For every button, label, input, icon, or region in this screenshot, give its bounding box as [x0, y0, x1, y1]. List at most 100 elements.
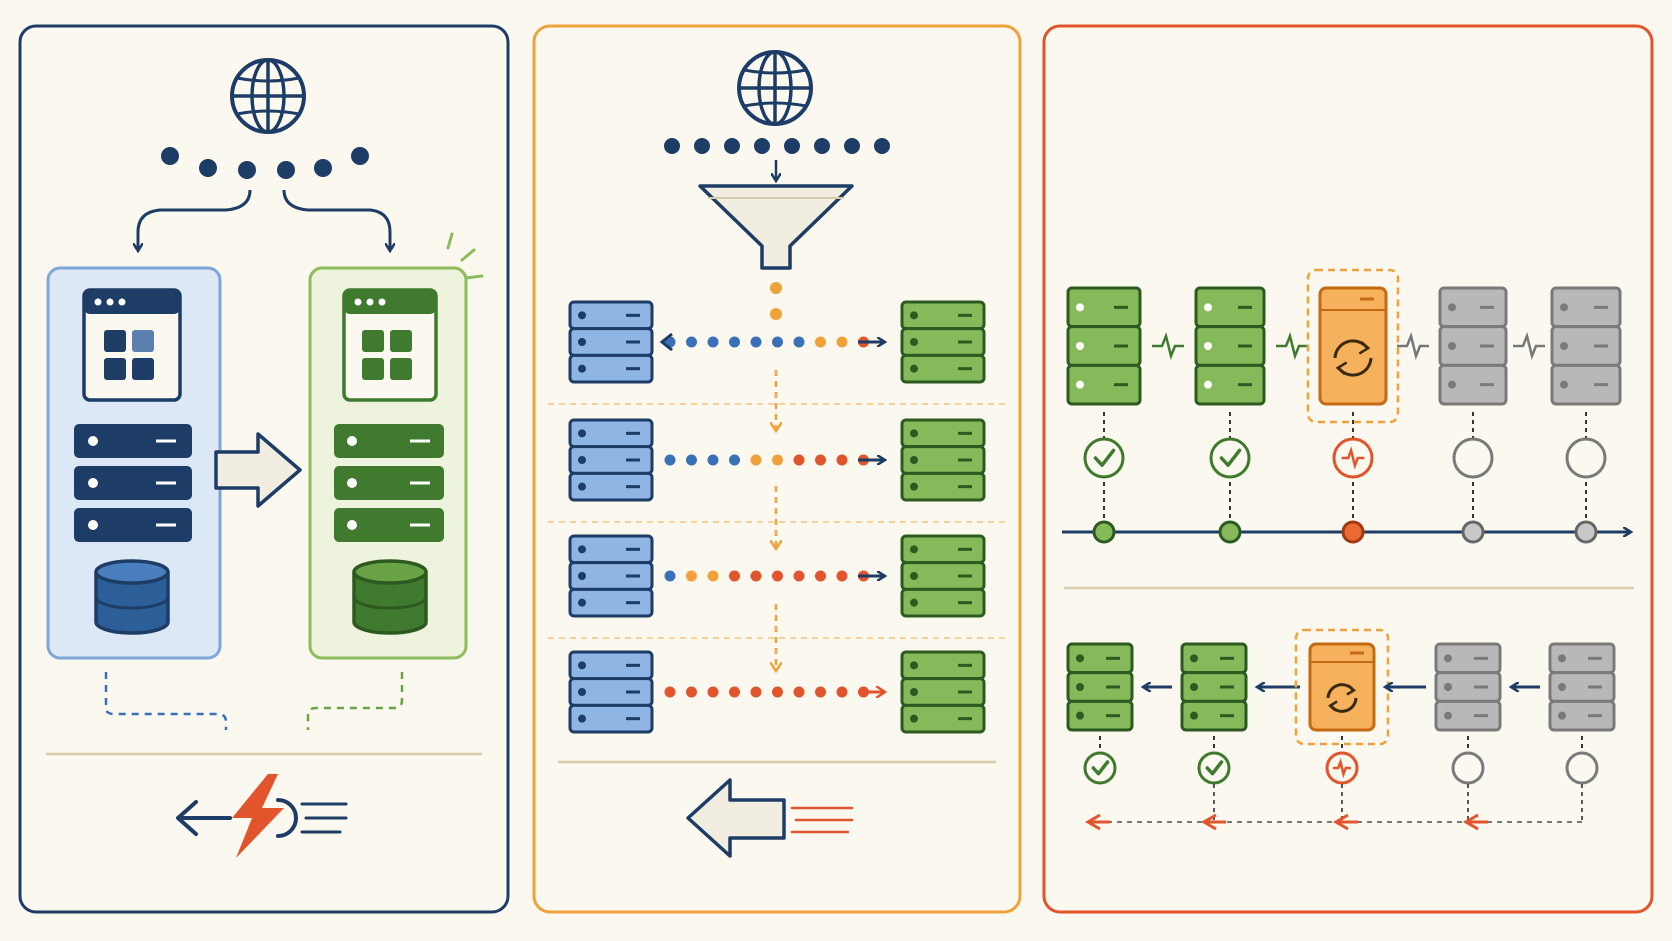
- heartbeat-line: [1513, 331, 1545, 361]
- switch-arrow-icon: [214, 432, 302, 508]
- traffic-dot: [815, 686, 826, 698]
- sync-icon: [1333, 339, 1373, 377]
- traffic-dots: [161, 147, 369, 179]
- server-icon: [568, 418, 654, 502]
- database-icon: [352, 559, 428, 635]
- traffic-dot: [750, 454, 762, 466]
- panel-blue-green: [18, 24, 510, 914]
- check-icon: [1083, 437, 1125, 479]
- traffic-dot: [750, 570, 762, 582]
- traffic-dot: [707, 454, 719, 466]
- traffic-dot: [836, 686, 848, 698]
- server-icon: [1308, 642, 1376, 732]
- funnel-icon: [698, 184, 854, 270]
- server-icon: [900, 534, 986, 618]
- traffic-dot: [729, 454, 740, 466]
- blue-link-dashed: [104, 672, 228, 730]
- heartbeat-icon: [1325, 751, 1359, 785]
- route-arrow-blue: [138, 189, 252, 250]
- traffic-dots: [664, 138, 890, 154]
- traffic-dot: [772, 454, 783, 466]
- timeline-node: [1574, 520, 1598, 544]
- check-icon: [1209, 437, 1251, 479]
- traffic-dot: [729, 686, 740, 698]
- green-environment: [308, 232, 484, 660]
- traffic-dot: [729, 336, 740, 348]
- traffic-dot: [836, 336, 848, 348]
- server-icon: [568, 300, 654, 384]
- timeline-node: [1218, 520, 1242, 544]
- server-icon: [1318, 286, 1388, 406]
- traffic-dot: [664, 454, 676, 466]
- sync-icon: [1326, 683, 1358, 713]
- traffic-dot: [815, 454, 826, 466]
- panel-canary: [532, 24, 1022, 914]
- server-icon: [1548, 642, 1616, 732]
- rolling-rollback-row: [1066, 628, 1616, 831]
- heartbeat-line: [1397, 331, 1429, 361]
- blue-environment: [46, 266, 222, 660]
- canary-stage: [568, 650, 986, 734]
- server-icon: [568, 534, 654, 618]
- canary-stage: [568, 300, 986, 384]
- rolling-forward-row: [1062, 268, 1630, 544]
- lightning-rollback-icon: [176, 774, 348, 858]
- traffic-dot: [815, 336, 826, 348]
- pending-icon: [1451, 751, 1485, 785]
- server-icon: [1066, 642, 1134, 732]
- database-icon: [94, 559, 170, 635]
- pending-icon: [1565, 437, 1607, 479]
- traffic-dot: [836, 570, 848, 582]
- panel-rolling: [1042, 24, 1654, 914]
- update-highlight: [1306, 268, 1400, 424]
- check-icon: [1197, 751, 1231, 785]
- traffic-dot: [686, 570, 697, 582]
- traffic-dot: [772, 686, 783, 698]
- rollback-arrowhead: [1463, 813, 1479, 831]
- traffic-dot: [707, 686, 719, 698]
- rollback-arrow-icon: [686, 778, 854, 858]
- route-arrow: [659, 332, 673, 352]
- traffic-dot: [686, 686, 697, 698]
- pending-icon: [1452, 437, 1494, 479]
- traffic-dot: [664, 686, 676, 698]
- traffic-dot: [686, 454, 697, 466]
- traffic-dot: [707, 336, 719, 348]
- traffic-dot: [729, 570, 740, 582]
- traffic-dot: [707, 570, 719, 582]
- traffic-dot: [793, 570, 805, 582]
- server-rack-icon: [334, 424, 444, 542]
- server-icon: [1550, 286, 1622, 406]
- green-link-dashed: [306, 672, 404, 730]
- server-icon: [900, 300, 986, 384]
- traffic-dot: [772, 570, 783, 582]
- timeline-node: [1092, 520, 1116, 544]
- canary-stage: [568, 534, 986, 618]
- canary-stages: [568, 300, 986, 734]
- globe-icon: [230, 58, 306, 134]
- canary-stage: [568, 418, 986, 502]
- rollback-arrowhead: [1333, 813, 1349, 831]
- timeline-node: [1341, 520, 1365, 544]
- browser-window-icon: [342, 288, 438, 402]
- traffic-dot: [772, 336, 783, 348]
- browser-window-icon: [82, 288, 182, 402]
- heartbeat-line: [1276, 331, 1308, 361]
- heartbeat-line: [1152, 331, 1184, 361]
- globe-icon: [737, 50, 813, 126]
- rollback-arrowhead: [1201, 813, 1217, 831]
- traffic-dot: [750, 686, 762, 698]
- pending-icon: [1565, 751, 1599, 785]
- traffic-dot: [793, 454, 805, 466]
- server-icon: [900, 650, 986, 734]
- spark-lines: [446, 232, 484, 280]
- canary-flow: [770, 282, 782, 670]
- traffic-dot: [836, 454, 848, 466]
- server-icon: [1434, 642, 1502, 732]
- check-icon: [1083, 751, 1117, 785]
- traffic-dot: [793, 336, 805, 348]
- traffic-dot: [686, 336, 697, 348]
- route-arrow-green: [282, 189, 390, 250]
- traffic-dot: [793, 686, 805, 698]
